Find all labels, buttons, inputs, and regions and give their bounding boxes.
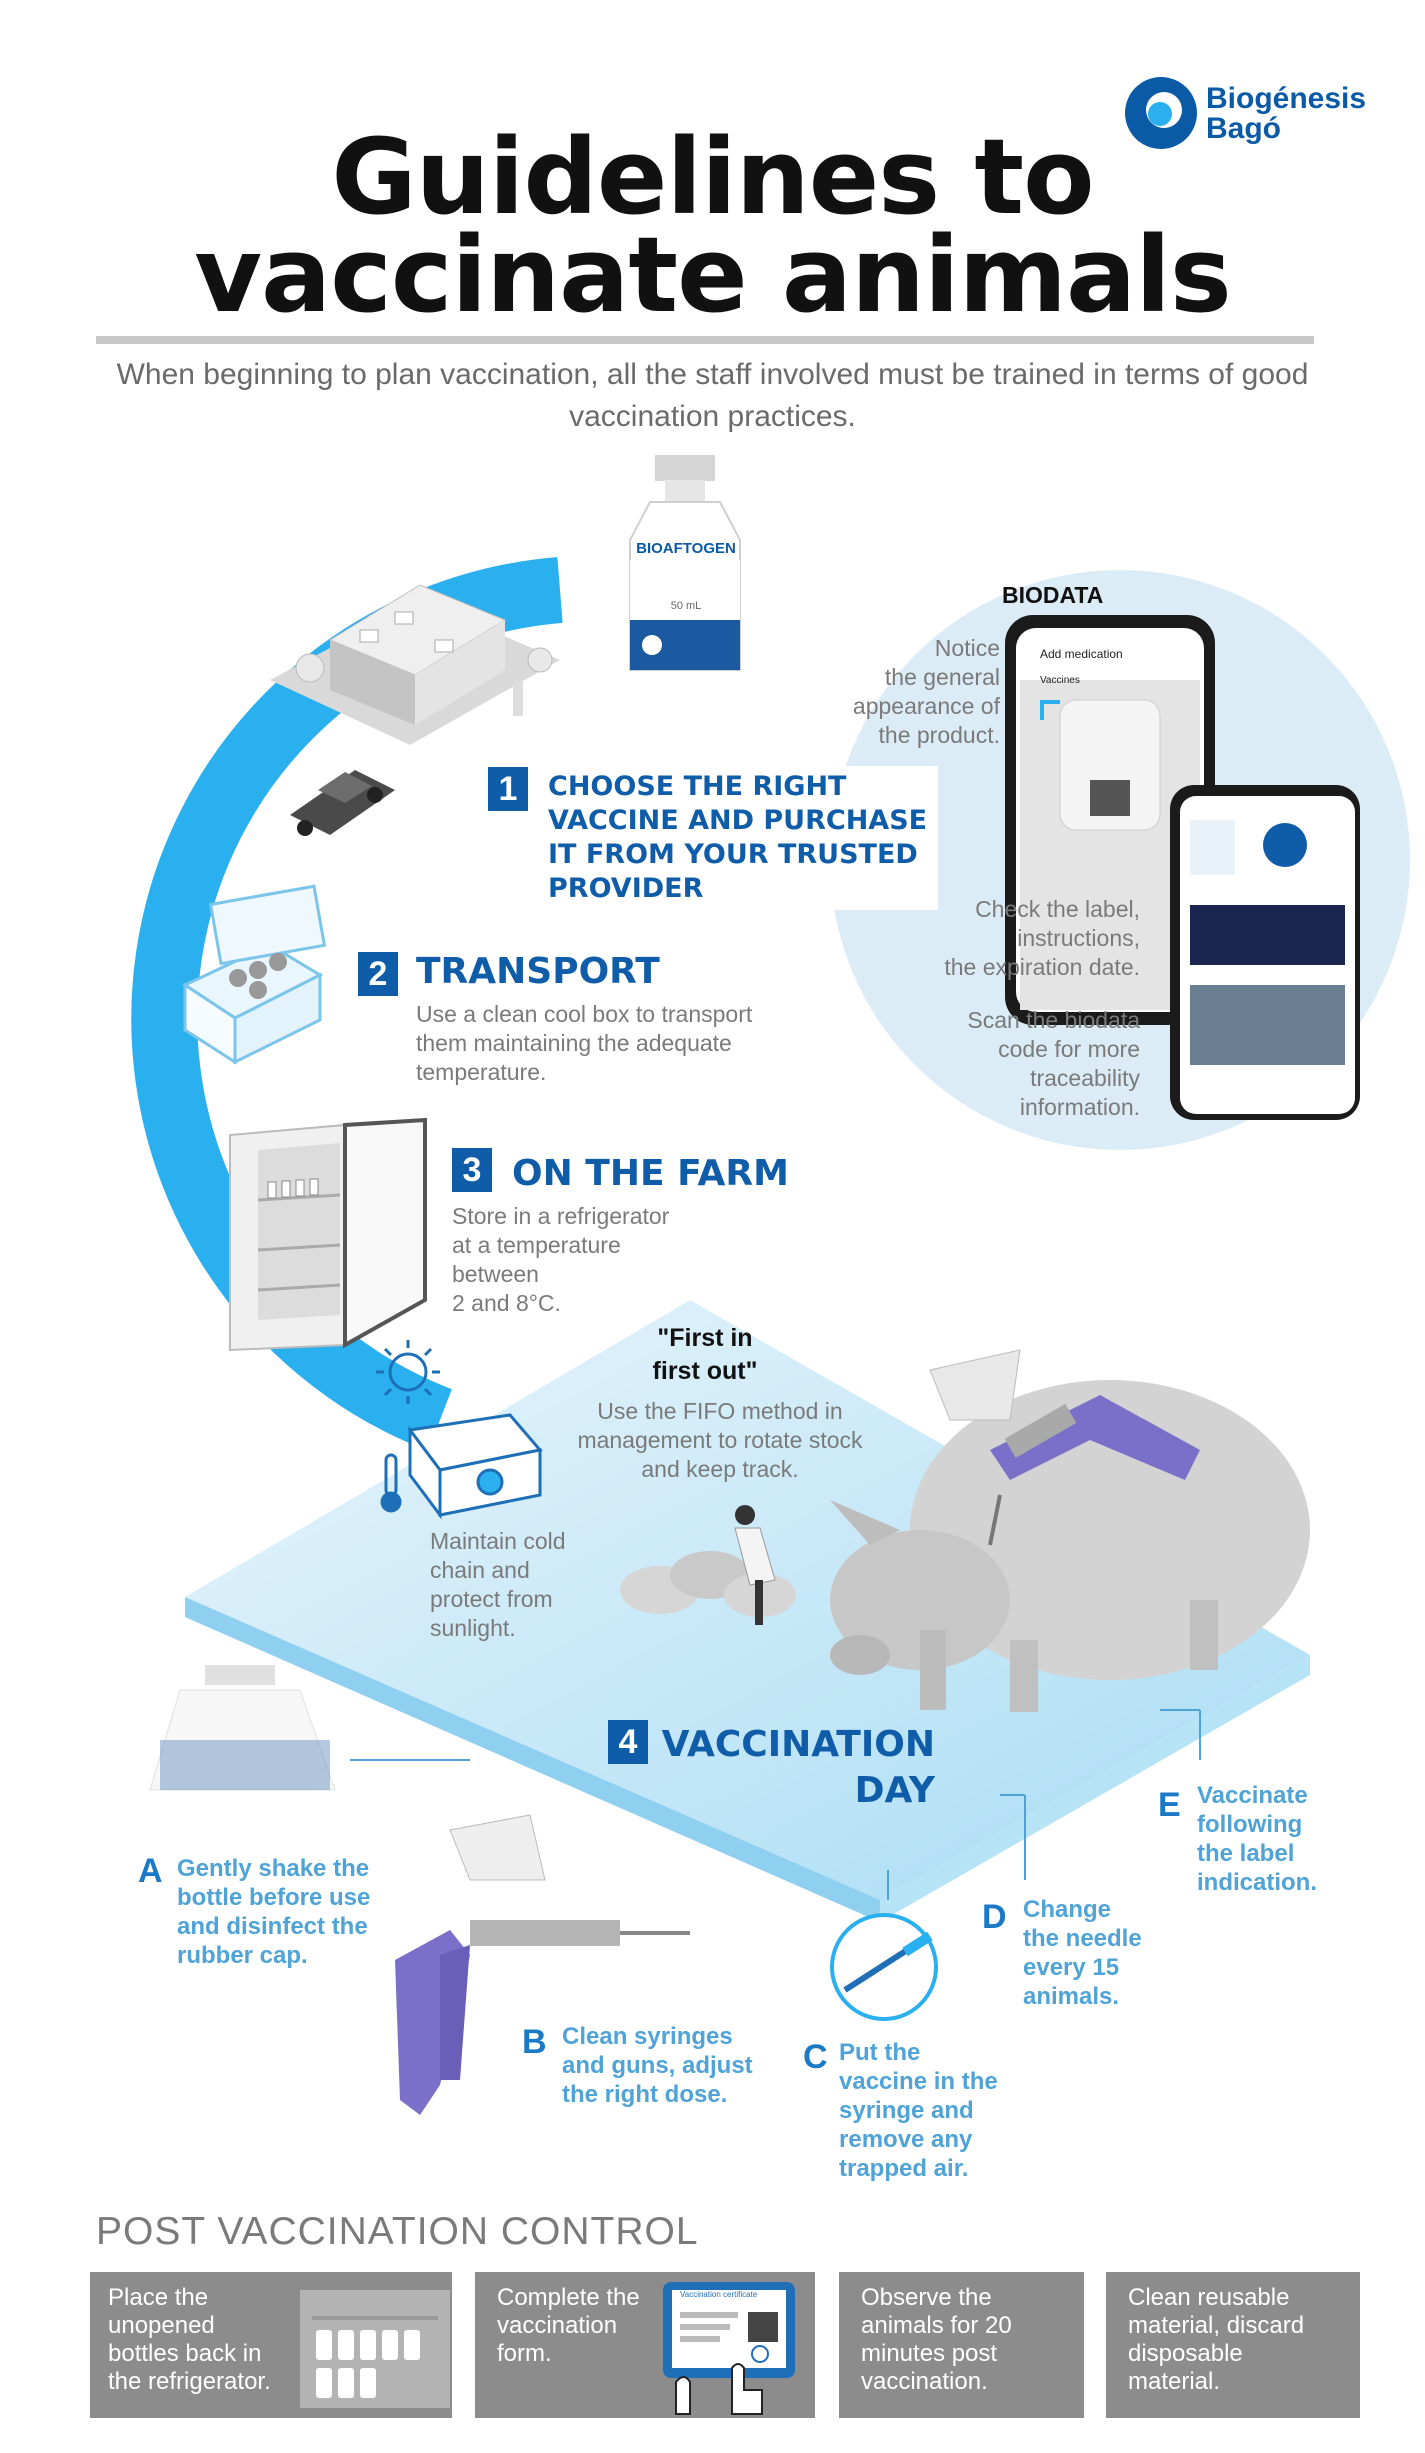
thermometer-icon [380, 1453, 402, 1513]
tablet-form-icon [663, 2282, 795, 2415]
refrigerator-illustration [229, 1117, 427, 1352]
pigs-farmer-illustration [620, 1505, 796, 1625]
bottle-label: BIOAFTOGEN [636, 540, 736, 557]
brand-name: Biogénesis Bagó [1206, 82, 1367, 145]
warehouse-illustration [270, 584, 560, 745]
sun-icon [376, 1340, 440, 1404]
step-4-number: 4 [608, 1720, 648, 1764]
post-vaccination-heading: POST VACCINATION CONTROL [96, 2210, 699, 2253]
step-1-number: 1 [488, 767, 528, 811]
syringe-b-illustration [395, 1814, 690, 2115]
vaccine-bottle-illustration [629, 455, 741, 671]
step-3-number: 3 [452, 1148, 492, 1192]
coolbox-illustration [181, 884, 327, 1065]
post-card-art [300, 2282, 795, 2415]
step-d-letter: D [982, 1898, 1007, 1936]
title-divider [96, 336, 1314, 344]
step-a-letter: A [138, 1852, 163, 1890]
step-3-title: ON THE FARM [512, 1153, 789, 1194]
needle-c-illustration [830, 1913, 938, 2021]
bottle-a-illustration [149, 1665, 336, 1791]
biodata-title: BIODATA [1002, 582, 1104, 608]
cold-box-icon [407, 1413, 543, 1520]
form-title: Vaccination certificate [680, 2290, 758, 2299]
step-e-letter: E [1158, 1786, 1181, 1824]
biodata-check: Check the label,instructions, the expira… [944, 896, 1140, 980]
page-title: Guidelines to vaccinate animals [194, 116, 1232, 336]
step-1-title: CHOOSE THE RIGHT VACCINE AND PURCHASE IT… [538, 766, 938, 910]
car-illustration [290, 770, 395, 836]
phone-illustrations [1005, 615, 1360, 1120]
pig-illustration [830, 1349, 1310, 1712]
phone-header: Add medication [1040, 647, 1123, 661]
step-b-letter: B [522, 2023, 547, 2061]
brand-logo-icon [1125, 77, 1197, 149]
intro-text: When beginning to plan vaccination, all … [116, 358, 1309, 433]
bottle-volume: 50 mL [670, 600, 702, 612]
step-c-letter: C [803, 2038, 828, 2076]
step-2-title: TRANSPORT [416, 951, 660, 992]
step-2-number: 2 [358, 952, 398, 996]
phone-field: Vaccines [1040, 675, 1080, 686]
bottles-refrigerator-icon [300, 2290, 450, 2408]
